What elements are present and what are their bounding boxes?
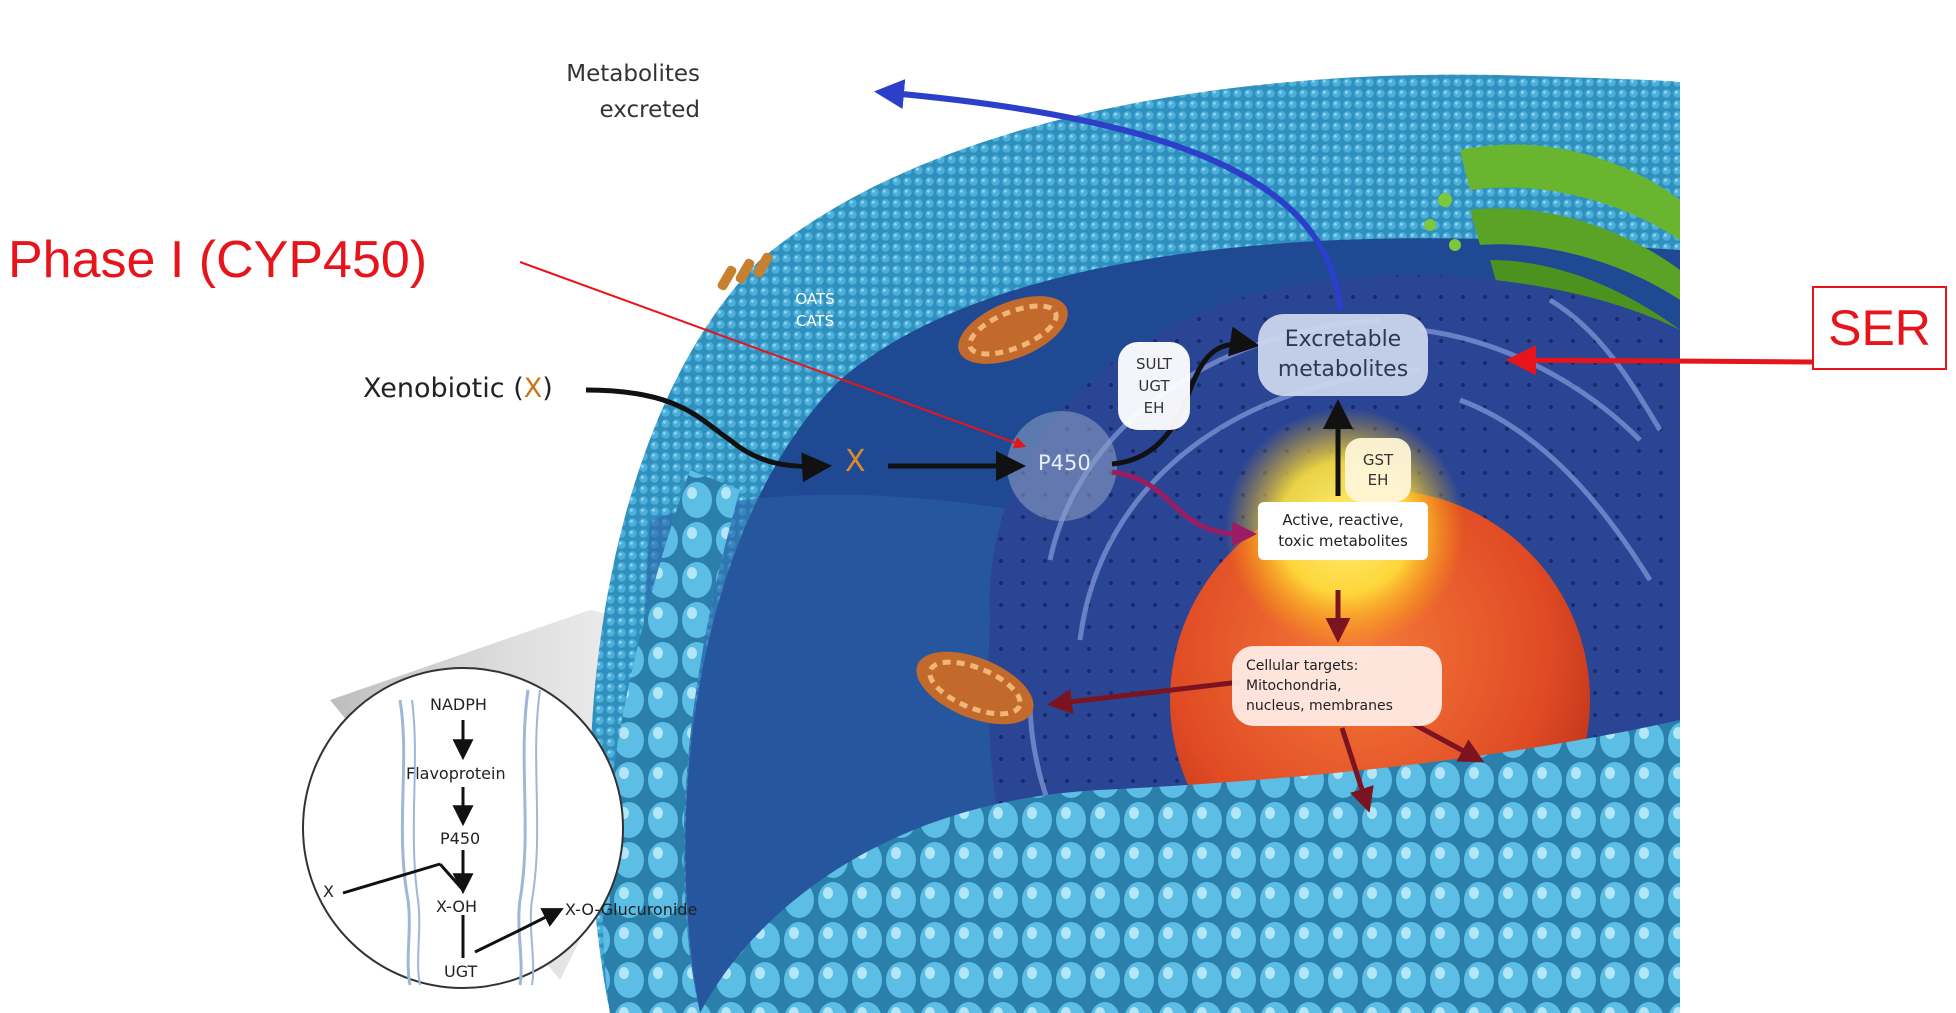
x-mid-label: X [845,444,866,479]
xenobiotic-close: ) [542,373,553,404]
metabolites-excreted-line1: Metabolites [566,61,700,87]
p450-label: P450 [1038,451,1091,475]
inset-magnifier [302,667,624,989]
active-line1: Active, reactive, [1282,511,1404,529]
inset-ugt: UGT [444,962,478,981]
inset-glucuronide: X-O-Glucuronide [565,900,698,919]
xenobiotic-entry-arrow [585,387,832,483]
ser-label: SER [1828,300,1931,356]
mitochondrion-top [958,296,1068,364]
cell-membrane-front-left [602,470,740,1013]
targets-line2: Mitochondria, [1246,678,1342,694]
inset-p450: P450 [440,829,481,848]
xenobiotic-x: X [523,373,543,404]
excretable-line2: metabolites [1277,357,1409,382]
sult-line3: EH [1143,399,1165,417]
targets-line3: nucleus, membranes [1246,698,1393,714]
phase1-label: Phase I (CYP450) [8,231,428,289]
inset-x: X [323,882,334,901]
sult-ugt-eh-box: SULT UGT EH [1118,342,1190,430]
ser-label-box: SER [1812,286,1947,370]
inset-flavoprotein: Flavoprotein [406,764,506,783]
excretable-line1: Excretable [1284,327,1402,352]
gst-line2: EH [1367,471,1389,489]
excretion-arrow [874,79,1343,311]
gst-eh-box: GST EH [1345,438,1411,502]
xenobiotic-text: Xenobiotic ( [363,373,524,404]
phase1-pointer-arrow [519,261,1027,449]
p450-enzyme [1007,411,1117,521]
excretable-metabolites-box: Excretable metabolites [1258,314,1428,396]
inset-xoh: X-OH [436,897,478,916]
targets-to-membrane-arrow [1339,727,1374,813]
oats-cats-label: OATS CATS [785,288,845,332]
oats-cats-transporter [717,252,773,291]
sult-line1: SULT [1136,355,1172,373]
xenobiotic-label: Xenobiotic (X) [363,373,553,404]
inset-nadph: NADPH [430,695,487,714]
active-line2: toxic metabolites [1278,532,1408,550]
oats-line1: OATS [795,290,835,308]
toxic-metabolites-box: Active, reactive, toxic metabolites [1258,502,1428,560]
mitochondrion-bottom [916,651,1034,725]
gst-line1: GST [1362,451,1394,469]
targets-line1: Cellular targets: [1246,658,1359,674]
ser-pointer-arrow [1506,345,1813,376]
oats-line2: CATS [795,312,835,330]
sult-line2: UGT [1138,377,1170,395]
targets-to-mito-arrow [1047,679,1241,715]
metabolites-excreted-label: Metabolites excreted [540,56,700,128]
metabolites-excreted-line2: excreted [599,97,700,123]
cellular-targets-box: Cellular targets: Mitochondria, nucleus,… [1232,646,1442,726]
cell-membrane-front-bottom [700,720,1680,1013]
p450-to-toxic-arrow [1111,469,1257,547]
targets-to-nucleus-arrow [1408,719,1485,763]
